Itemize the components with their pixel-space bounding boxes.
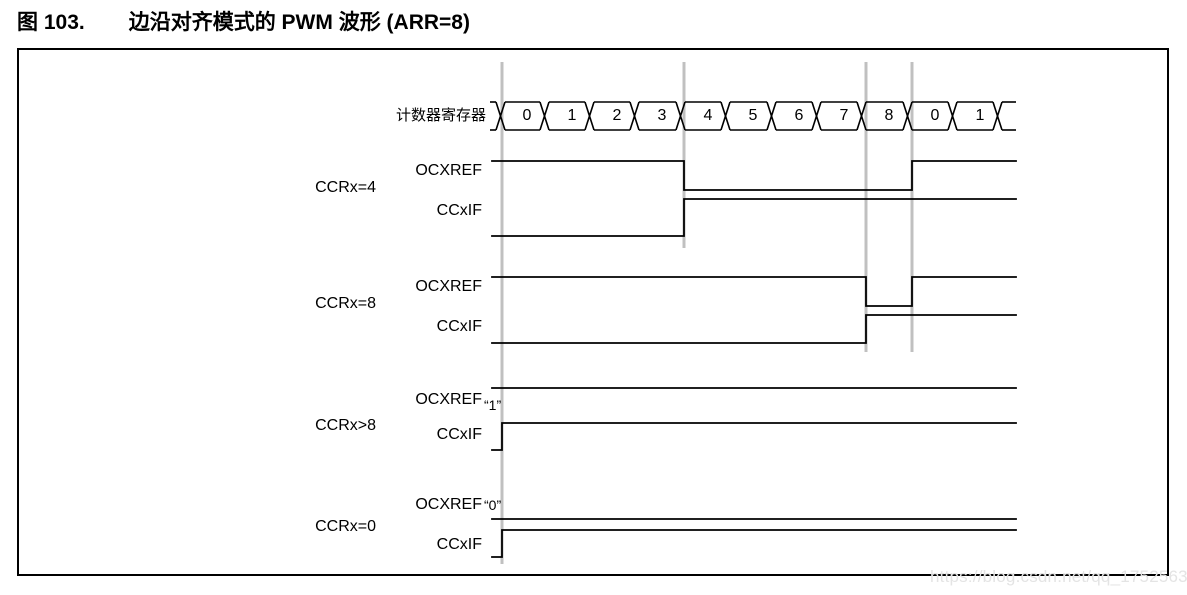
signal-label-ocxref-ccrx-gt-8: OCXREF: [415, 391, 482, 408]
level-marker-one-ccrx-gt-8: “1”: [484, 397, 502, 413]
group-label-ccrx-4: CCRx=4: [315, 179, 376, 196]
figure-number: 图 103.: [17, 11, 85, 34]
group-label-ccrx-8: CCRx=8: [315, 295, 376, 312]
counter-cell-9: 0: [930, 107, 940, 124]
counter-cell-7: 7: [839, 107, 849, 124]
watermark-text: https://blog.csdn.net/qq_17525633: [930, 567, 1187, 586]
counter-cell-4: 4: [703, 107, 713, 124]
group-label-ccrx-0: CCRx=0: [315, 518, 376, 535]
figure-title: 图 103. 边沿对齐模式的 PWM 波形 (ARR=8): [17, 8, 1017, 40]
signal-label-ccxif-ccrx-gt-8: CCxIF: [436, 426, 482, 443]
diagram-frame: [17, 48, 1169, 576]
level-marker-zero-ccrx-0: “0”: [484, 497, 502, 513]
counter-cell-0: 0: [522, 107, 532, 124]
signal-label-ocxref-ccrx-0: OCXREF: [415, 496, 482, 513]
counter-cell-10: 1: [975, 107, 985, 124]
signal-label-ccxif-ccrx-8: CCxIF: [436, 318, 482, 335]
group-label-ccrx-gt-8: CCRx>8: [315, 417, 376, 434]
counter-cell-5: 5: [748, 107, 758, 124]
counter-cell-8: 8: [884, 107, 894, 124]
signal-label-ccxif-ccrx-0: CCxIF: [436, 536, 482, 553]
counter-register-label: 计数器寄存器: [395, 107, 486, 124]
counter-cell-3: 3: [657, 107, 667, 124]
signal-label-ocxref-ccrx-4: OCXREF: [415, 162, 482, 179]
counter-cell-1: 1: [567, 107, 577, 124]
signal-label-ocxref-ccrx-8: OCXREF: [415, 278, 482, 295]
counter-cell-2: 2: [612, 107, 622, 124]
figure-caption: 边沿对齐模式的 PWM 波形 (ARR=8): [128, 11, 470, 34]
counter-cell-6: 6: [794, 107, 804, 124]
signal-label-ccxif-ccrx-4: CCxIF: [436, 202, 482, 219]
